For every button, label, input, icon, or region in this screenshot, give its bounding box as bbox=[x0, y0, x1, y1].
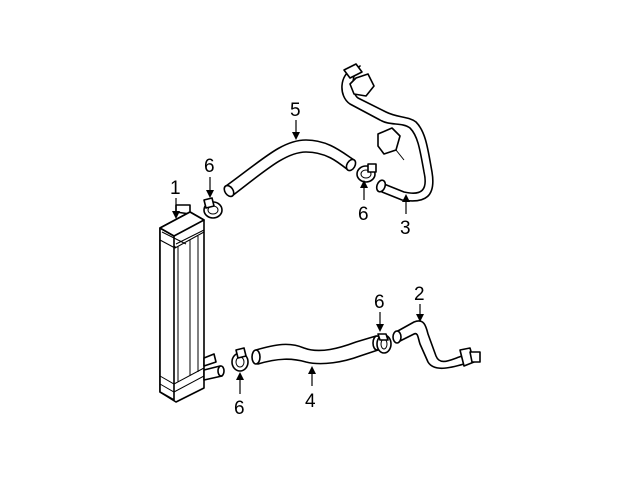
oil-cooler[interactable] bbox=[159, 204, 225, 403]
leader-6-upper-right-arrow bbox=[360, 180, 368, 188]
callout-3: 3 bbox=[400, 218, 411, 239]
leader-1-arrow bbox=[172, 211, 180, 219]
callout-6-lower-right: 6 bbox=[374, 292, 385, 313]
upper-hose[interactable] bbox=[222, 139, 357, 198]
callout-6-upper-right: 6 bbox=[358, 204, 369, 225]
hose-clamp-upper-right[interactable] bbox=[356, 163, 377, 183]
leader-5-arrow bbox=[292, 132, 300, 140]
callout-5: 5 bbox=[290, 100, 301, 121]
hose-clamp-lower-right[interactable] bbox=[376, 333, 392, 354]
leader-4-arrow bbox=[308, 366, 316, 374]
lower-hose[interactable] bbox=[251, 335, 382, 365]
leader-6-lower-left-arrow bbox=[236, 372, 244, 380]
hose-clamp-upper-left[interactable] bbox=[203, 197, 223, 219]
callout-1: 1 bbox=[170, 178, 181, 199]
hose-clamp-lower-left[interactable] bbox=[231, 347, 249, 372]
callout-6-upper-left: 6 bbox=[204, 156, 215, 177]
callout-2: 2 bbox=[414, 284, 425, 305]
callout-6-lower-left: 6 bbox=[234, 398, 245, 419]
leader-3-arrow bbox=[402, 194, 410, 202]
leader-6-lower-right-arrow bbox=[376, 324, 384, 332]
upper-tube[interactable] bbox=[341, 63, 434, 202]
leader-6-upper-left-arrow bbox=[206, 190, 214, 198]
lower-tube[interactable] bbox=[392, 320, 481, 370]
callout-4: 4 bbox=[305, 391, 316, 412]
leader-2-arrow bbox=[416, 314, 424, 322]
